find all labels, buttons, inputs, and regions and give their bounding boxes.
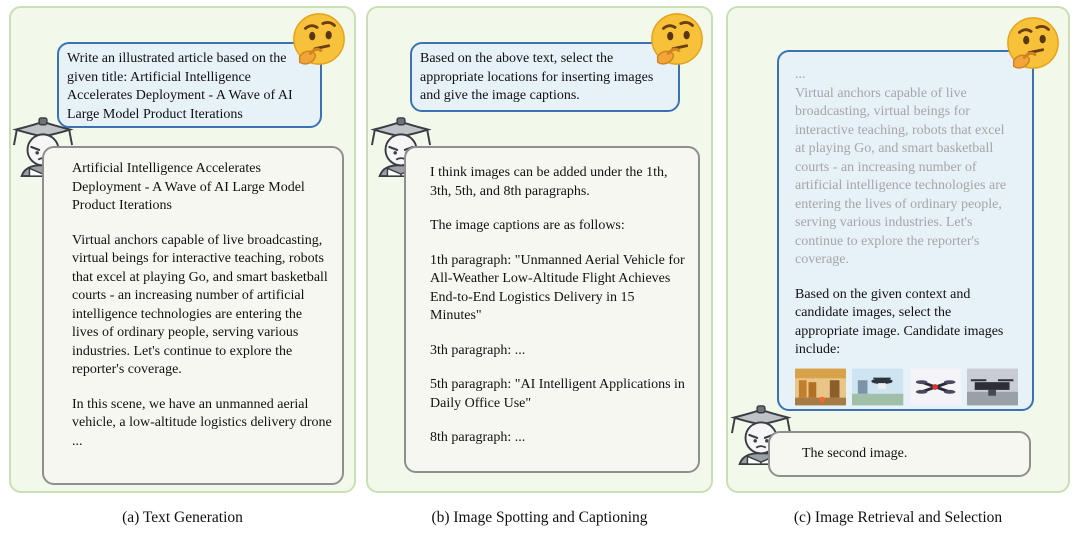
user-prompt-bubble: Based on the above text, select the appr… bbox=[410, 42, 680, 112]
response-paragraph: 3th paragraph: ... bbox=[430, 342, 526, 358]
thinking-face-icon bbox=[648, 10, 706, 68]
assistant-response-bubble: I think images can be added under the 1t… bbox=[404, 146, 700, 473]
thinking-face-icon bbox=[290, 10, 348, 68]
response-paragraph: In this scene, we have an unmanned aeria… bbox=[72, 396, 332, 449]
panel-caption-a: (a) Text Generation bbox=[122, 509, 243, 526]
user-prompt-bubble: Write an illustrated article based on th… bbox=[57, 42, 322, 128]
candidate-image-2[interactable] bbox=[852, 368, 904, 406]
candidate-image-1[interactable] bbox=[795, 368, 847, 406]
user-context-bubble: ... Virtual anchors capable of live broa… bbox=[777, 50, 1034, 411]
candidate-image-4[interactable] bbox=[966, 368, 1018, 406]
panel-caption-c: (c) Image Retrieval and Selection bbox=[793, 509, 1003, 526]
user-prompt-text: Based on the above text, select the appr… bbox=[420, 51, 654, 103]
user-prompt-text: Write an illustrated article based on th… bbox=[67, 51, 293, 122]
candidate-images bbox=[795, 368, 1018, 406]
response-paragraph: 1th paragraph: "Unmanned Aerial Vehicle … bbox=[430, 252, 685, 324]
response-paragraph: Artificial Intelligence Accelerates Depl… bbox=[72, 161, 305, 213]
assistant-response-bubble: Artificial Intelligence Accelerates Depl… bbox=[42, 146, 344, 485]
panel-caption-b: (b) Image Spotting and Captioning bbox=[431, 509, 648, 526]
response-paragraph: The image captions are as follows: bbox=[430, 218, 625, 233]
response-paragraph: 5th paragraph: "AI Intelligent Applicati… bbox=[430, 377, 685, 411]
instruction-text: Based on the given context and candidate… bbox=[795, 286, 1004, 358]
response-paragraph: Virtual anchors capable of live broadcas… bbox=[72, 232, 328, 378]
response-paragraph: I think images can be added under the 1t… bbox=[430, 165, 668, 199]
candidate-image-3[interactable] bbox=[909, 368, 961, 406]
thinking-face-icon bbox=[1004, 14, 1062, 72]
response-paragraph: 8th paragraph: ... bbox=[430, 430, 526, 445]
context-ellipsis: ... bbox=[795, 67, 806, 82]
assistant-response-text: The second image. bbox=[802, 446, 908, 461]
assistant-response-bubble: The second image. bbox=[768, 431, 1031, 477]
context-text: Virtual anchors capable of live broadcas… bbox=[795, 85, 1007, 268]
